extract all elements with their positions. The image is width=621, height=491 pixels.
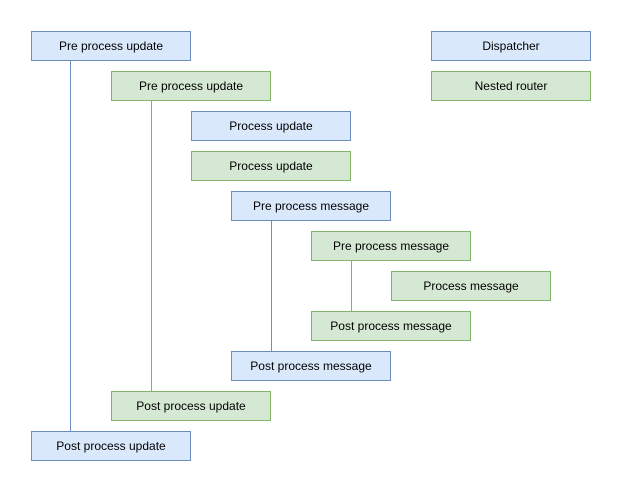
node-nested-process-message[interactable]: Process message [391, 271, 551, 301]
node-dispatcher-pre-process-message[interactable]: Pre process message [231, 191, 391, 221]
node-dispatcher-post-process-update[interactable]: Post process update [31, 431, 191, 461]
legend-item-nested-router[interactable]: Nested router [431, 71, 591, 101]
edge-dispatcher-update-lifeline [70, 61, 71, 431]
edge-nested-message-lifeline [351, 261, 352, 311]
node-nested-process-update[interactable]: Process update [191, 151, 351, 181]
node-dispatcher-pre-process-update[interactable]: Pre process update [31, 31, 191, 61]
edge-dispatcher-message-lifeline [271, 221, 272, 351]
edge-nested-update-lifeline [151, 101, 152, 391]
node-nested-post-process-message[interactable]: Post process message [311, 311, 471, 341]
node-nested-pre-process-message[interactable]: Pre process message [311, 231, 471, 261]
node-nested-pre-process-update[interactable]: Pre process update [111, 71, 271, 101]
node-nested-post-process-update[interactable]: Post process update [111, 391, 271, 421]
node-dispatcher-post-process-message[interactable]: Post process message [231, 351, 391, 381]
node-dispatcher-process-update[interactable]: Process update [191, 111, 351, 141]
legend-item-dispatcher[interactable]: Dispatcher [431, 31, 591, 61]
